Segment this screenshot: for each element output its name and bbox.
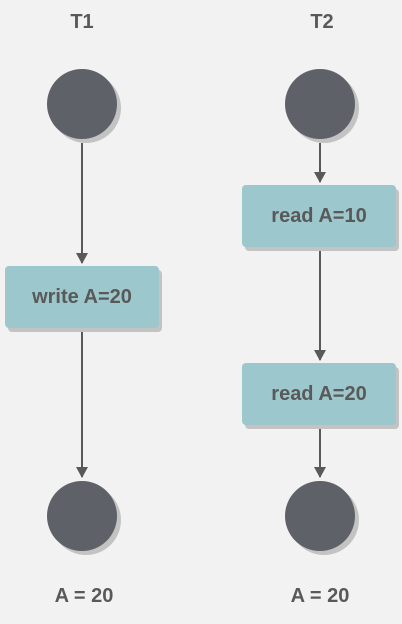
t1-result-label: A = 20: [54, 585, 114, 607]
column-title-t1: T1: [70, 11, 94, 33]
t1-start-circle: [47, 69, 117, 139]
t2-end-circle: [285, 481, 355, 551]
t2-action-read-2: read A=20: [242, 363, 396, 425]
t1-end-circle: [47, 481, 117, 551]
column-title-t2: T2: [310, 11, 334, 33]
t1-action-write: write A=20: [5, 266, 159, 328]
t2-result-label: A = 20: [290, 585, 350, 607]
t2-start-circle: [285, 69, 355, 139]
t2-action-read-1: read A=10: [242, 185, 396, 247]
